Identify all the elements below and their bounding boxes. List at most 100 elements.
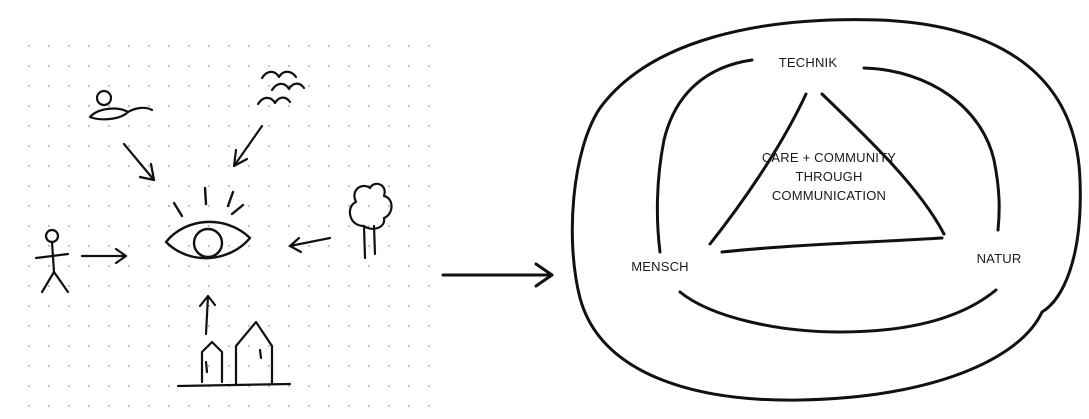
grid-dot xyxy=(307,84,311,88)
grid-dot xyxy=(87,184,91,188)
grid-dot xyxy=(327,84,331,88)
grid-dot xyxy=(47,64,51,68)
grid-dot xyxy=(227,244,231,248)
grid-dot xyxy=(87,64,91,68)
grid-dot xyxy=(267,44,271,48)
grid-dot xyxy=(287,304,291,308)
grid-dot xyxy=(247,44,251,48)
grid-dot xyxy=(207,204,211,208)
grid-dot xyxy=(67,384,71,388)
grid-dot xyxy=(207,124,211,128)
grid-dot xyxy=(47,184,51,188)
grid-dot xyxy=(247,264,251,268)
grid-dot xyxy=(387,384,391,388)
grid-dot xyxy=(127,124,131,128)
grid-dot xyxy=(387,304,391,308)
grid-dot xyxy=(367,324,371,328)
grid-dot xyxy=(347,364,351,368)
grid-dot xyxy=(367,304,371,308)
grid-dot xyxy=(347,124,351,128)
grid-dot xyxy=(247,284,251,288)
grid-dot xyxy=(427,44,431,48)
grid-dot xyxy=(267,324,271,328)
grid-dot xyxy=(327,404,331,408)
grid-dot xyxy=(407,164,411,168)
grid-dot xyxy=(67,404,71,408)
grid-dot xyxy=(87,304,91,308)
grid-dot xyxy=(207,404,211,408)
grid-dot xyxy=(247,224,251,228)
grid-dot xyxy=(287,384,291,388)
grid-dot xyxy=(347,64,351,68)
grid-dot xyxy=(47,164,51,168)
grid-dot xyxy=(147,324,151,328)
grid-dot xyxy=(247,184,251,188)
grid-dot xyxy=(127,224,131,228)
grid-dot xyxy=(227,184,231,188)
grid-dot xyxy=(367,224,371,228)
grid-dot xyxy=(267,304,271,308)
grid-dot xyxy=(427,184,431,188)
grid-dot xyxy=(187,164,191,168)
center-text-line-1: CARE + COMMUNITY xyxy=(762,150,896,165)
grid-dot xyxy=(47,144,51,148)
grid-dot xyxy=(167,84,171,88)
grid-dot xyxy=(47,344,51,348)
grid-dot xyxy=(87,364,91,368)
grid-dot xyxy=(227,64,231,68)
grid-dot xyxy=(227,344,231,348)
grid-dot xyxy=(167,364,171,368)
left-sketch xyxy=(34,70,393,388)
grid-dot xyxy=(127,244,131,248)
grid-dot xyxy=(327,364,331,368)
grid-dot xyxy=(267,184,271,188)
grid-dot xyxy=(27,404,31,408)
grid-dot xyxy=(127,364,131,368)
grid-dot xyxy=(107,84,111,88)
grid-dot xyxy=(67,204,71,208)
grid-dot xyxy=(67,364,71,368)
grid-dot xyxy=(427,404,431,408)
grid-dot xyxy=(47,324,51,328)
grid-dot xyxy=(347,204,351,208)
grid-dot xyxy=(427,304,431,308)
grid-dot xyxy=(327,144,331,148)
grid-dot xyxy=(127,84,131,88)
grid-dot xyxy=(127,404,131,408)
grid-dot xyxy=(367,384,371,388)
grid-dot xyxy=(87,204,91,208)
dot-grid xyxy=(27,44,431,408)
grid-dot xyxy=(227,124,231,128)
grid-dot xyxy=(347,44,351,48)
grid-dot xyxy=(187,324,191,328)
grid-dot xyxy=(247,204,251,208)
grid-dot xyxy=(87,404,91,408)
triangle-right-side xyxy=(820,92,946,236)
grid-dot xyxy=(387,104,391,108)
grid-dot xyxy=(307,224,311,228)
grid-dot xyxy=(167,144,171,148)
grid-dot xyxy=(87,44,91,48)
grid-dot xyxy=(347,84,351,88)
grid-dot xyxy=(187,364,191,368)
grid-dot xyxy=(287,364,291,368)
grid-dot xyxy=(327,164,331,168)
grid-dot xyxy=(427,104,431,108)
grid-dot xyxy=(367,284,371,288)
grid-dot xyxy=(107,324,111,328)
grid-dot xyxy=(407,44,411,48)
grid-dot xyxy=(347,244,351,248)
grid-dot xyxy=(367,204,371,208)
grid-dot xyxy=(407,384,411,388)
eye-icon xyxy=(164,186,252,260)
grid-dot xyxy=(107,404,111,408)
grid-dot xyxy=(327,324,331,328)
grid-dot xyxy=(407,124,411,128)
grid-dot xyxy=(127,104,131,108)
grid-dot xyxy=(287,264,291,268)
grid-dot xyxy=(287,344,291,348)
grid-dot xyxy=(427,84,431,88)
grid-dot xyxy=(427,204,431,208)
grid-dot xyxy=(227,144,231,148)
grid-dot xyxy=(127,204,131,208)
